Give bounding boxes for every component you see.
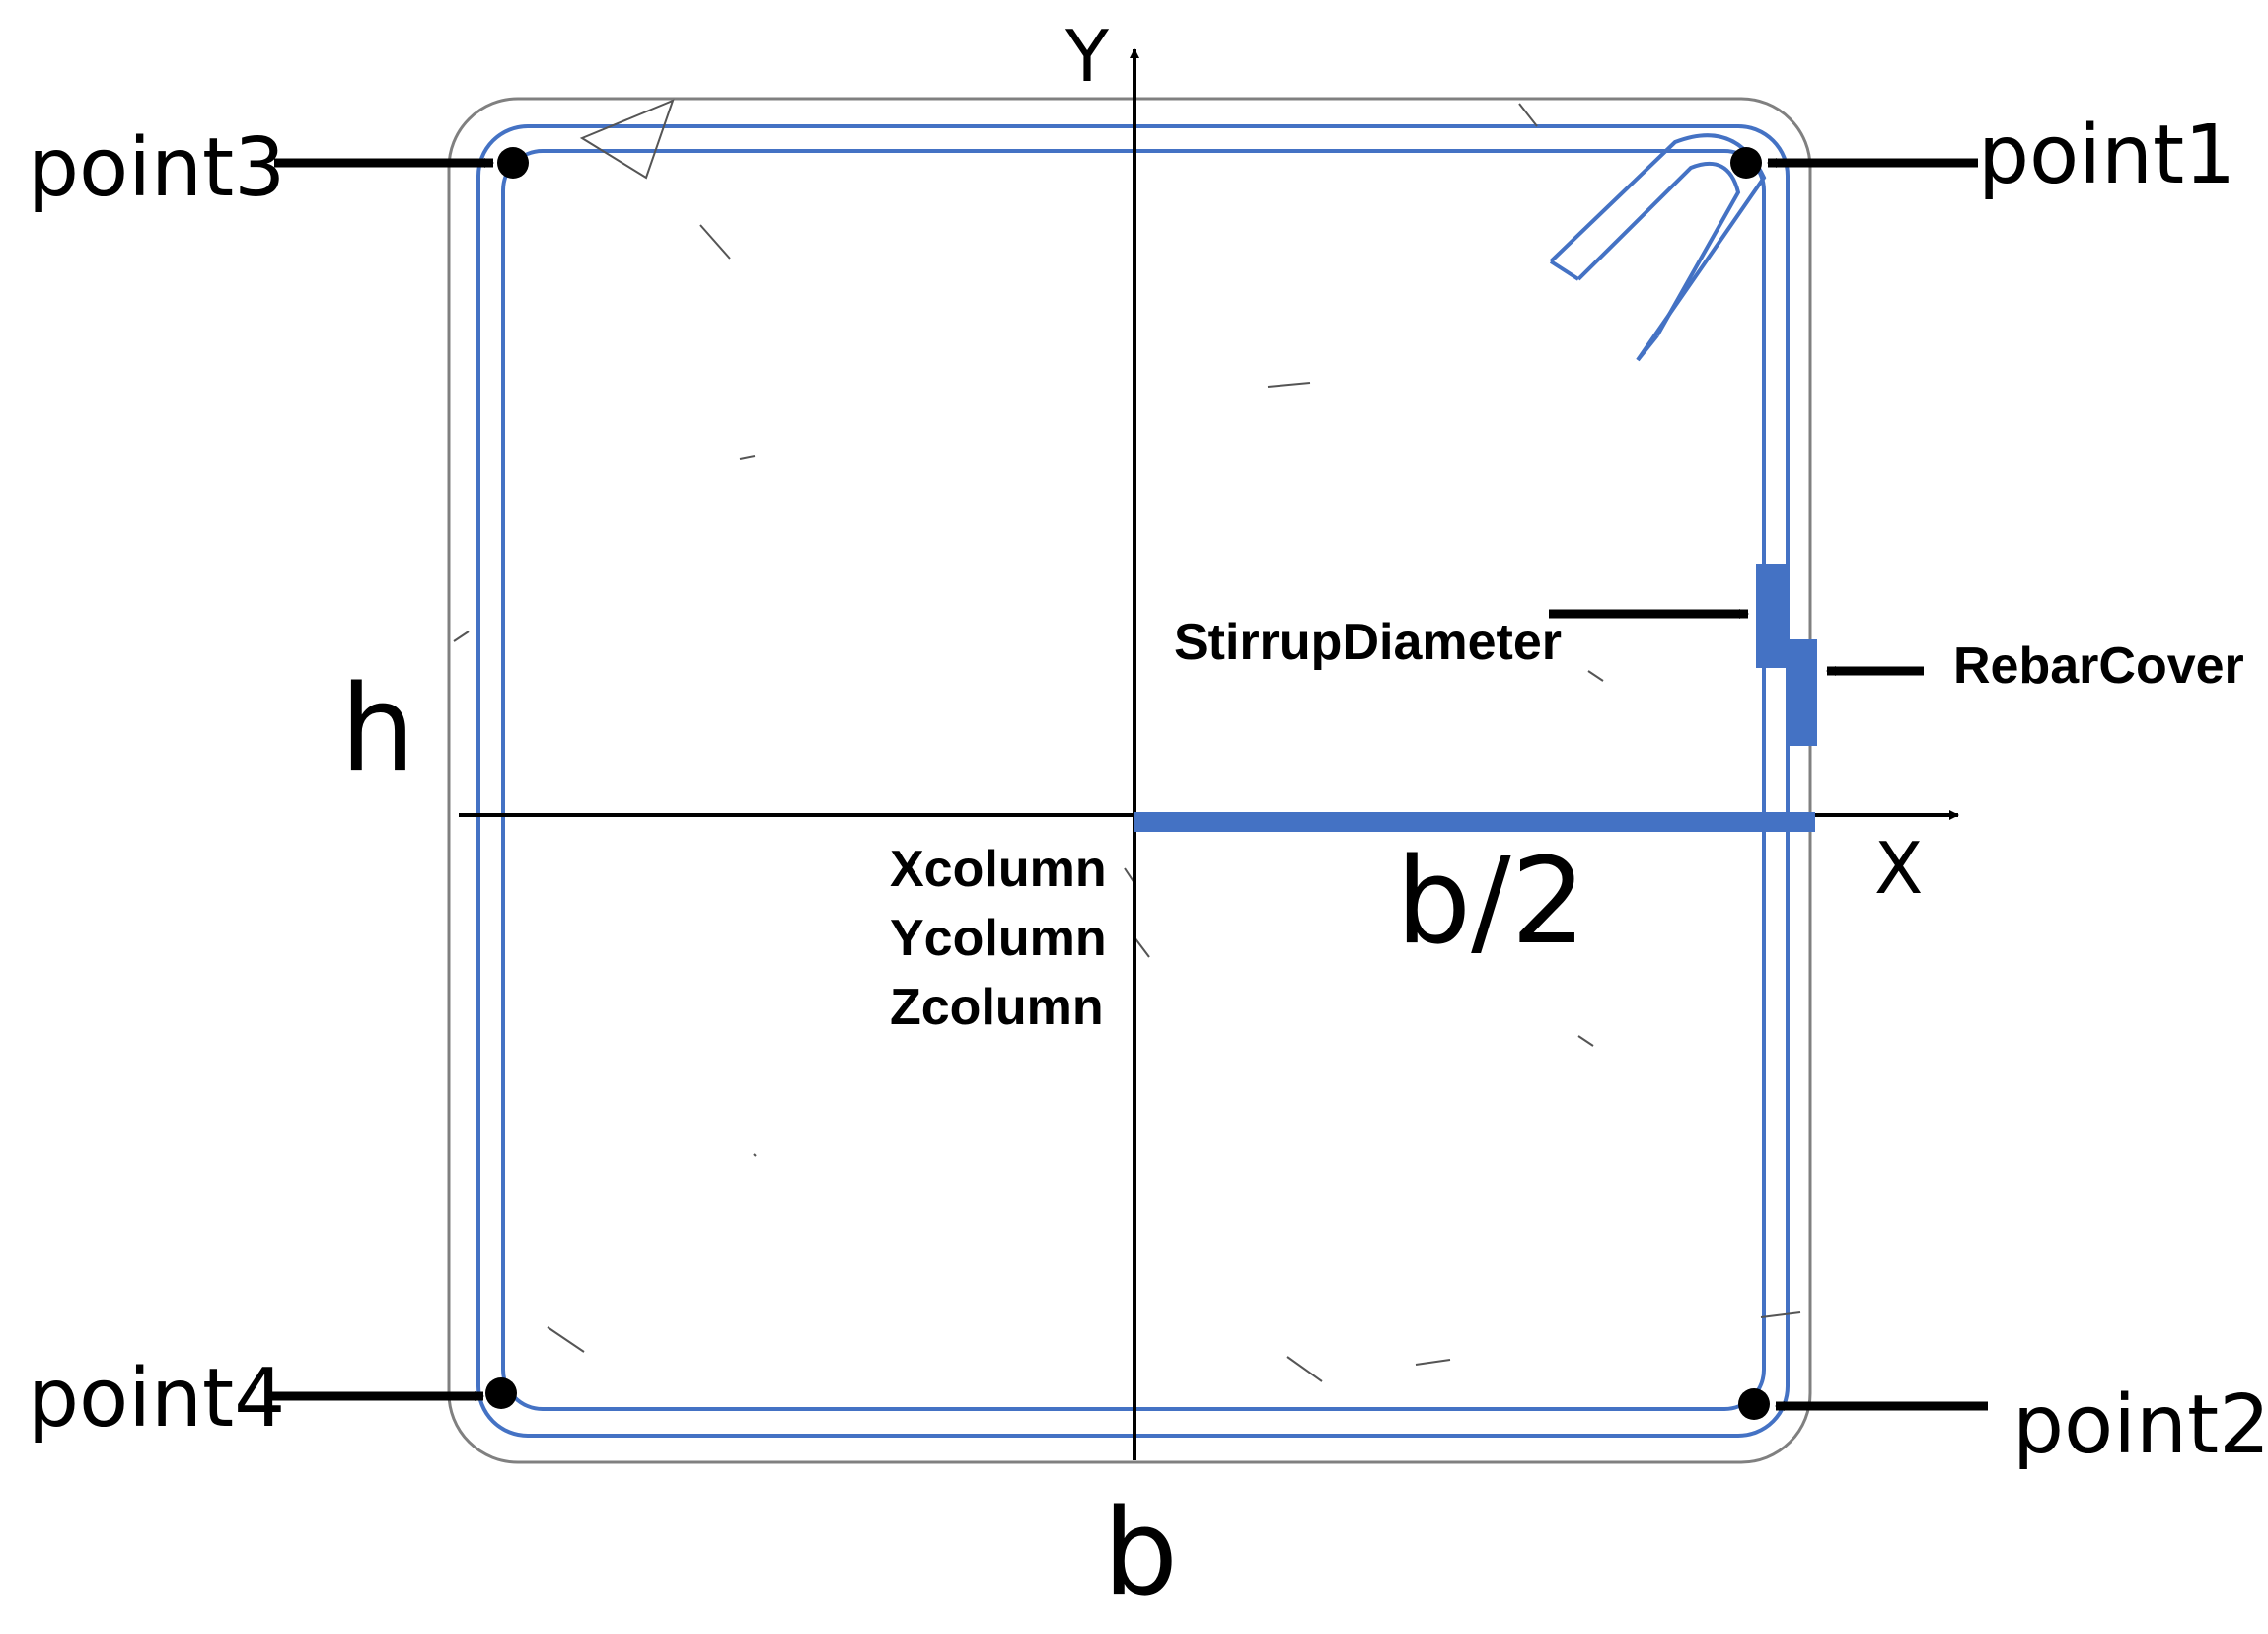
zcolumn-label: Zcolumn (890, 979, 1104, 1036)
rebar-point1 (1730, 147, 1762, 179)
half-width-label: b/2 (1396, 834, 1586, 971)
rebar-cover-label: RebarCover (1953, 637, 2244, 695)
stirrup-diameter-label: StirrupDiameter (1174, 614, 1562, 671)
height-label: h (340, 661, 415, 798)
point1-label: point1 (1978, 109, 2235, 202)
width-label: b (1103, 1485, 1178, 1622)
rebar-cover-marker (1786, 639, 1817, 746)
half-width-dimension-bar (1134, 812, 1815, 832)
ycolumn-label: Ycolumn (890, 910, 1107, 967)
y-axis-label: Y (1064, 15, 1110, 98)
point3-label: point3 (28, 121, 285, 215)
stirrup-diameter-marker (1756, 564, 1788, 668)
point4-label: point4 (28, 1352, 285, 1446)
concrete-section-outline (447, 97, 1812, 1464)
rebar-point4 (485, 1377, 517, 1409)
xcolumn-label: Xcolumn (890, 841, 1107, 898)
sketch-marks (453, 99, 1801, 1382)
point2-label: point2 (2012, 1378, 2268, 1472)
rebar-point2 (1738, 1388, 1770, 1420)
stirrup-hook (1549, 133, 1767, 362)
x-axis-label: X (1874, 827, 1923, 910)
rebar-point3 (497, 147, 529, 179)
